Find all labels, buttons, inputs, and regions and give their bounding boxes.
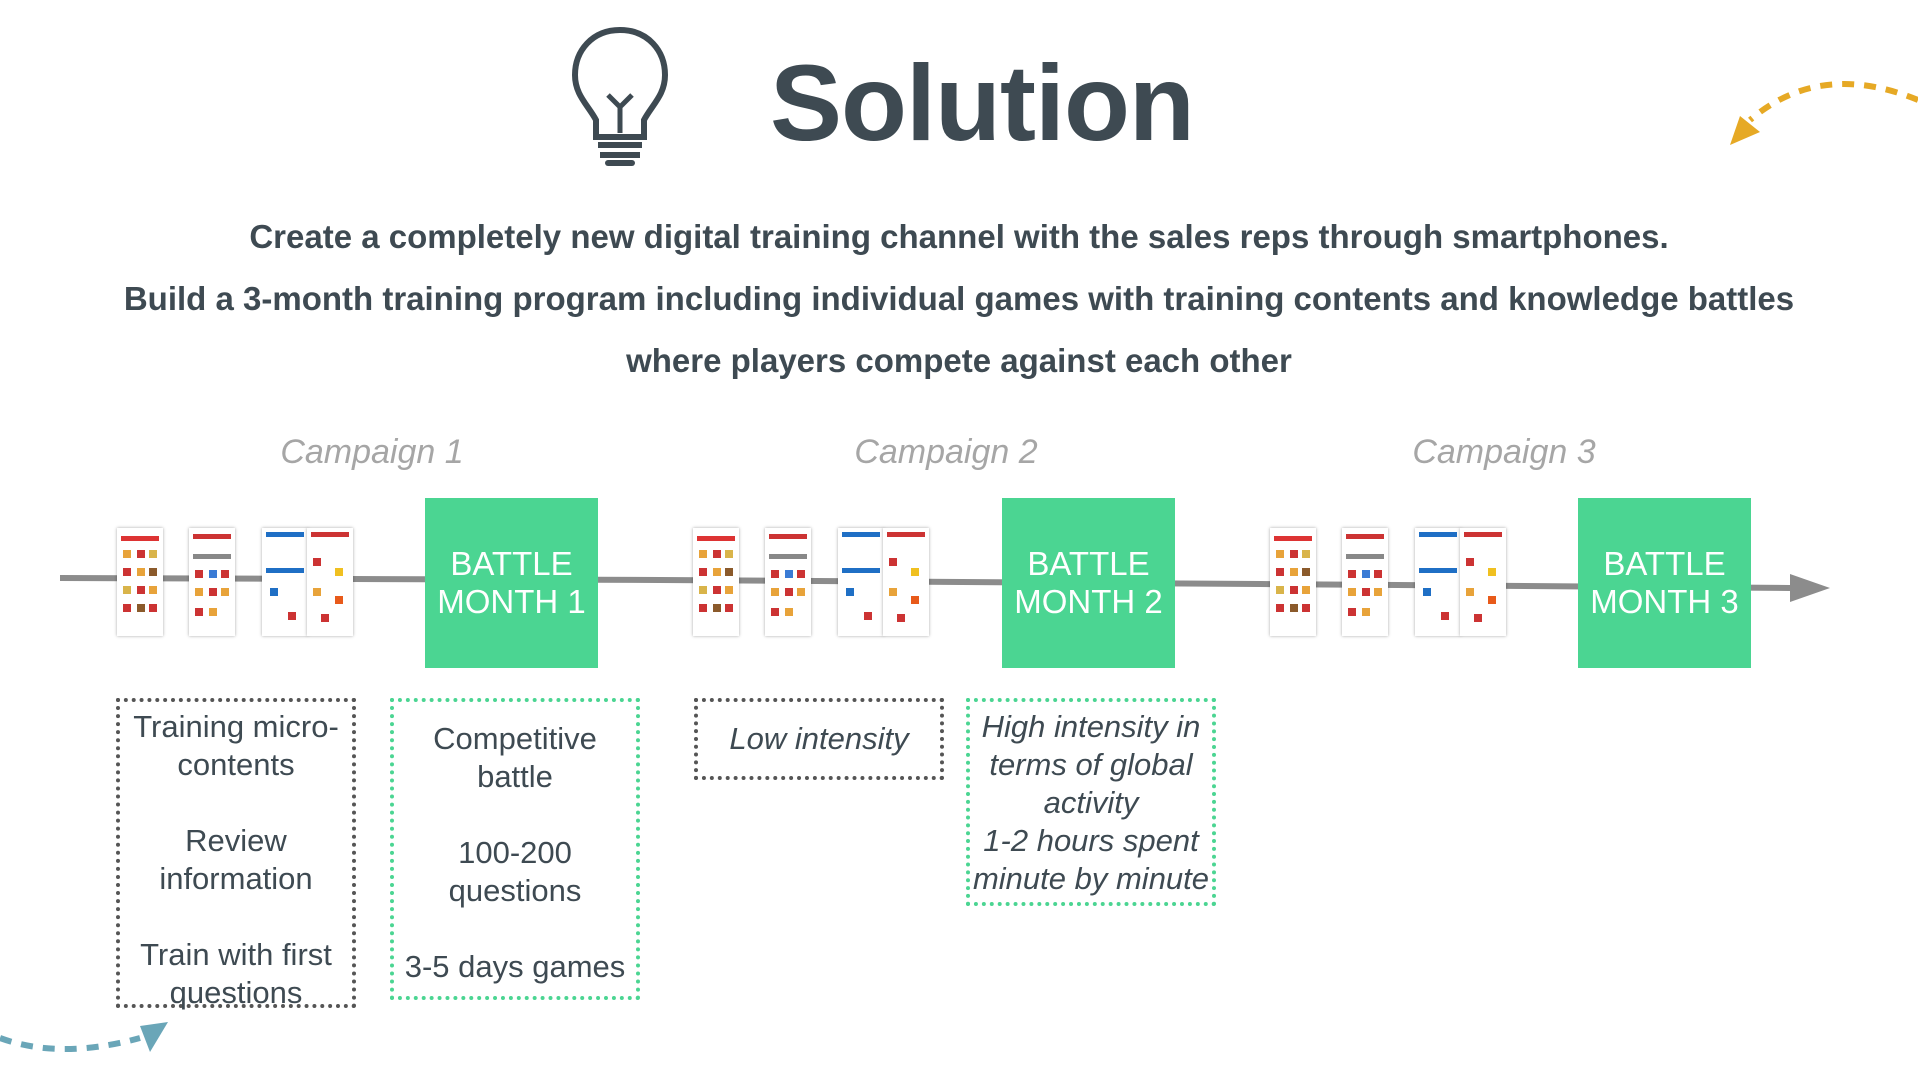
high-intensity-note-1: High intensity in terms of global activi…	[981, 709, 1201, 820]
battle-month-2-line2: MONTH 2	[1014, 583, 1163, 620]
high-intensity-note-2: 1-2 hours spent minute by minute	[972, 823, 1210, 896]
battle-month-1-box: BATTLE MONTH 1	[425, 498, 598, 668]
training-note-2: Review information	[159, 823, 313, 896]
decorative-arrow-top-right	[1730, 81, 1918, 145]
game-screenshot	[838, 528, 884, 636]
game-screenshot	[693, 528, 739, 636]
game-screenshot	[307, 528, 353, 636]
game-screenshot	[1342, 528, 1388, 636]
high-intensity-box: High intensity in terms of global activi…	[966, 698, 1216, 906]
battle-note-1: Competitive battle	[433, 721, 597, 794]
battle-month-3-line1: BATTLE	[1603, 545, 1726, 582]
decorative-arrow-bottom-left	[0, 1022, 168, 1052]
battle-month-3-box: BATTLE MONTH 3	[1578, 498, 1751, 668]
game-screenshot	[765, 528, 811, 636]
game-screenshot	[262, 528, 308, 636]
campaign-1-screenshots	[117, 528, 357, 638]
description-line-1: Create a completely new digital training…	[249, 218, 1669, 255]
game-screenshot	[1415, 528, 1461, 636]
timeline-arrow	[60, 574, 1830, 602]
battle-note-3: 3-5 days games	[404, 949, 626, 984]
training-note-1: Training micro-contents	[133, 709, 339, 782]
low-intensity-note: Low intensity	[729, 721, 909, 756]
game-screenshot	[1270, 528, 1316, 636]
battle-month-1-line1: BATTLE	[450, 545, 573, 582]
battle-notes-box: Competitive battle 100-200 questions 3-5…	[390, 698, 640, 1000]
game-screenshot	[117, 528, 163, 636]
description-line-2: Build a 3-month training program includi…	[123, 280, 1795, 317]
game-screenshot	[883, 528, 929, 636]
campaign-2-screenshots	[693, 528, 933, 638]
game-screenshot	[189, 528, 235, 636]
page-title: Solution	[770, 42, 1195, 163]
training-note-3: Train with first questions	[140, 937, 332, 1010]
battle-month-3-line2: MONTH 3	[1590, 583, 1739, 620]
battle-note-2: 100-200 questions	[448, 835, 582, 908]
campaign-3-screenshots	[1270, 528, 1510, 638]
battle-month-2-box: BATTLE MONTH 2	[1002, 498, 1175, 668]
campaign-3-label: Campaign 3	[1412, 433, 1596, 471]
campaign-1-label: Campaign 1	[280, 433, 464, 471]
battle-month-2-line1: BATTLE	[1027, 545, 1150, 582]
low-intensity-box: Low intensity	[694, 698, 944, 780]
campaign-2-label: Campaign 2	[854, 433, 1038, 471]
lightbulb-icon	[571, 26, 669, 166]
battle-month-1-line2: MONTH 1	[437, 583, 586, 620]
description-line-3: where players compete against each other	[626, 342, 1292, 379]
training-notes-box: Training micro-contents Review informati…	[116, 698, 356, 1010]
game-screenshot	[1460, 528, 1506, 636]
